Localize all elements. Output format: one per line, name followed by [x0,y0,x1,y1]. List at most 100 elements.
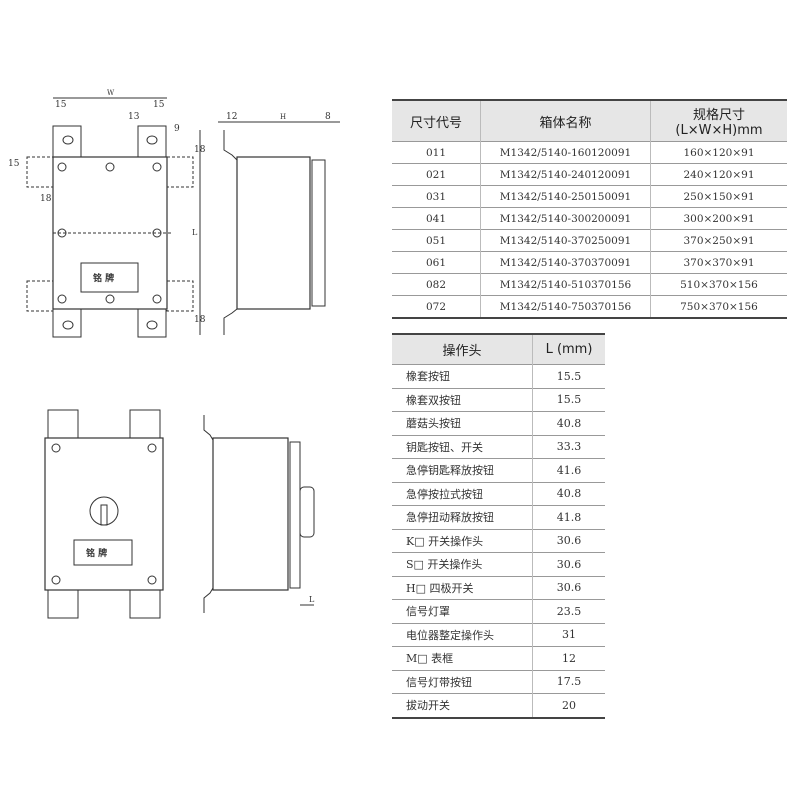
cell-operator-head: 蘑菇头按钮 [392,411,533,435]
cell-length: 30.6 [532,528,605,553]
cell-dimensions: 370×250×91 [650,229,787,252]
cell-length: 30.6 [532,575,605,600]
side-view-bottom: L [203,415,315,613]
cell-operator-head: 橡套按钮 [392,364,533,388]
dim-H: H [280,113,286,121]
dim-15: 15 [55,100,67,110]
dim-L: L [192,228,198,237]
table-header-row: 尺寸代号 箱体名称 规格尺寸(L×W×H)mm [392,100,787,142]
cell-box-name: M1342/5140-300200091 [480,207,651,230]
cell-box-name: M1342/5140-160120091 [480,141,651,164]
cell-operator-head: 急停按拉式按钮 [392,481,533,506]
cell-box-name: M1342/5140-240120091 [480,163,651,186]
header-size-code: 尺寸代号 [392,100,481,142]
cell-dimensions: 250×150×91 [650,185,787,208]
cell-operator-head: M□ 表框 [392,646,533,670]
dim-13: 13 [128,112,140,122]
cell-operator-head: 钥匙按钮、开关 [392,434,533,459]
cell-operator-head: 急停钥匙释放按钮 [392,458,533,482]
header-dimensions: 规格尺寸(L×W×H)mm [650,100,787,142]
cell-size-code: 021 [392,163,481,186]
cell-operator-head: 橡套双按钮 [392,387,533,412]
cell-length: 41.6 [532,458,605,482]
dim-W: W [107,89,115,97]
dim-8: 8 [325,112,331,122]
dim-18: 18 [40,194,52,204]
cell-operator-head: K□ 开关操作头 [392,528,533,553]
front-view-bottom: 铭 牌 [44,409,164,619]
cell-length: 23.5 [532,599,605,623]
operator-head-icon [89,496,119,526]
cell-length: 30.6 [532,552,605,576]
cell-operator-head: 急停扭动释放按钮 [392,505,533,529]
cell-dimensions: 240×120×91 [650,163,787,186]
cell-dimensions: 510×370×156 [650,273,787,296]
cell-box-name: M1342/5140-510370156 [480,273,651,296]
cell-size-code: 061 [392,251,481,274]
cell-size-code: 082 [392,273,481,296]
cell-box-name: M1342/5140-250150091 [480,185,651,208]
side-view-top: 12 H 8 [218,112,340,335]
cell-box-name: M1342/5140-750370156 [480,295,651,318]
cell-dimensions: 750×370×156 [650,295,787,318]
nameplate-label: 铭 牌 [93,272,114,284]
cell-operator-head: H□ 四极开关 [392,575,533,600]
cell-operator-head: 信号灯罩 [392,599,533,623]
cell-length: 31 [532,622,605,647]
cell-length: 20 [532,693,605,718]
nameplate-label: 铭 牌 [86,547,107,559]
dim-12: 12 [226,112,237,122]
cell-length: 40.8 [532,411,605,435]
cell-length: 40.8 [532,481,605,506]
header-length: L (mm) [532,334,605,365]
dim-15: 15 [8,159,20,169]
cell-operator-head: 信号灯带按钮 [392,669,533,694]
cell-box-name: M1342/5140-370250091 [480,229,651,252]
header-box-name: 箱体名称 [480,100,651,142]
cell-operator-head: S□ 开关操作头 [392,552,533,576]
cell-operator-head: 电位器整定操作头 [392,622,533,647]
cell-size-code: 041 [392,207,481,230]
cell-length: 33.3 [532,434,605,459]
cell-length: 15.5 [532,387,605,412]
table-header-row: 操作头 L (mm) [392,334,605,365]
cell-dimensions: 370×370×91 [650,251,787,274]
cell-length: 12 [532,646,605,670]
front-view-top: 铭 牌 W 15 15 13 9 18 18 15 18 L [8,89,206,338]
cell-size-code: 051 [392,229,481,252]
cell-size-code: 072 [392,295,481,318]
cell-size-code: 011 [392,141,481,164]
cell-operator-head: 拔动开关 [392,693,533,718]
cell-box-name: M1342/5140-370370091 [480,251,651,274]
cell-length: 41.8 [532,505,605,529]
cell-dimensions: 160×120×91 [650,141,787,164]
cell-length: 15.5 [532,364,605,388]
dim-9: 9 [174,124,180,134]
screw-icons [57,162,162,304]
